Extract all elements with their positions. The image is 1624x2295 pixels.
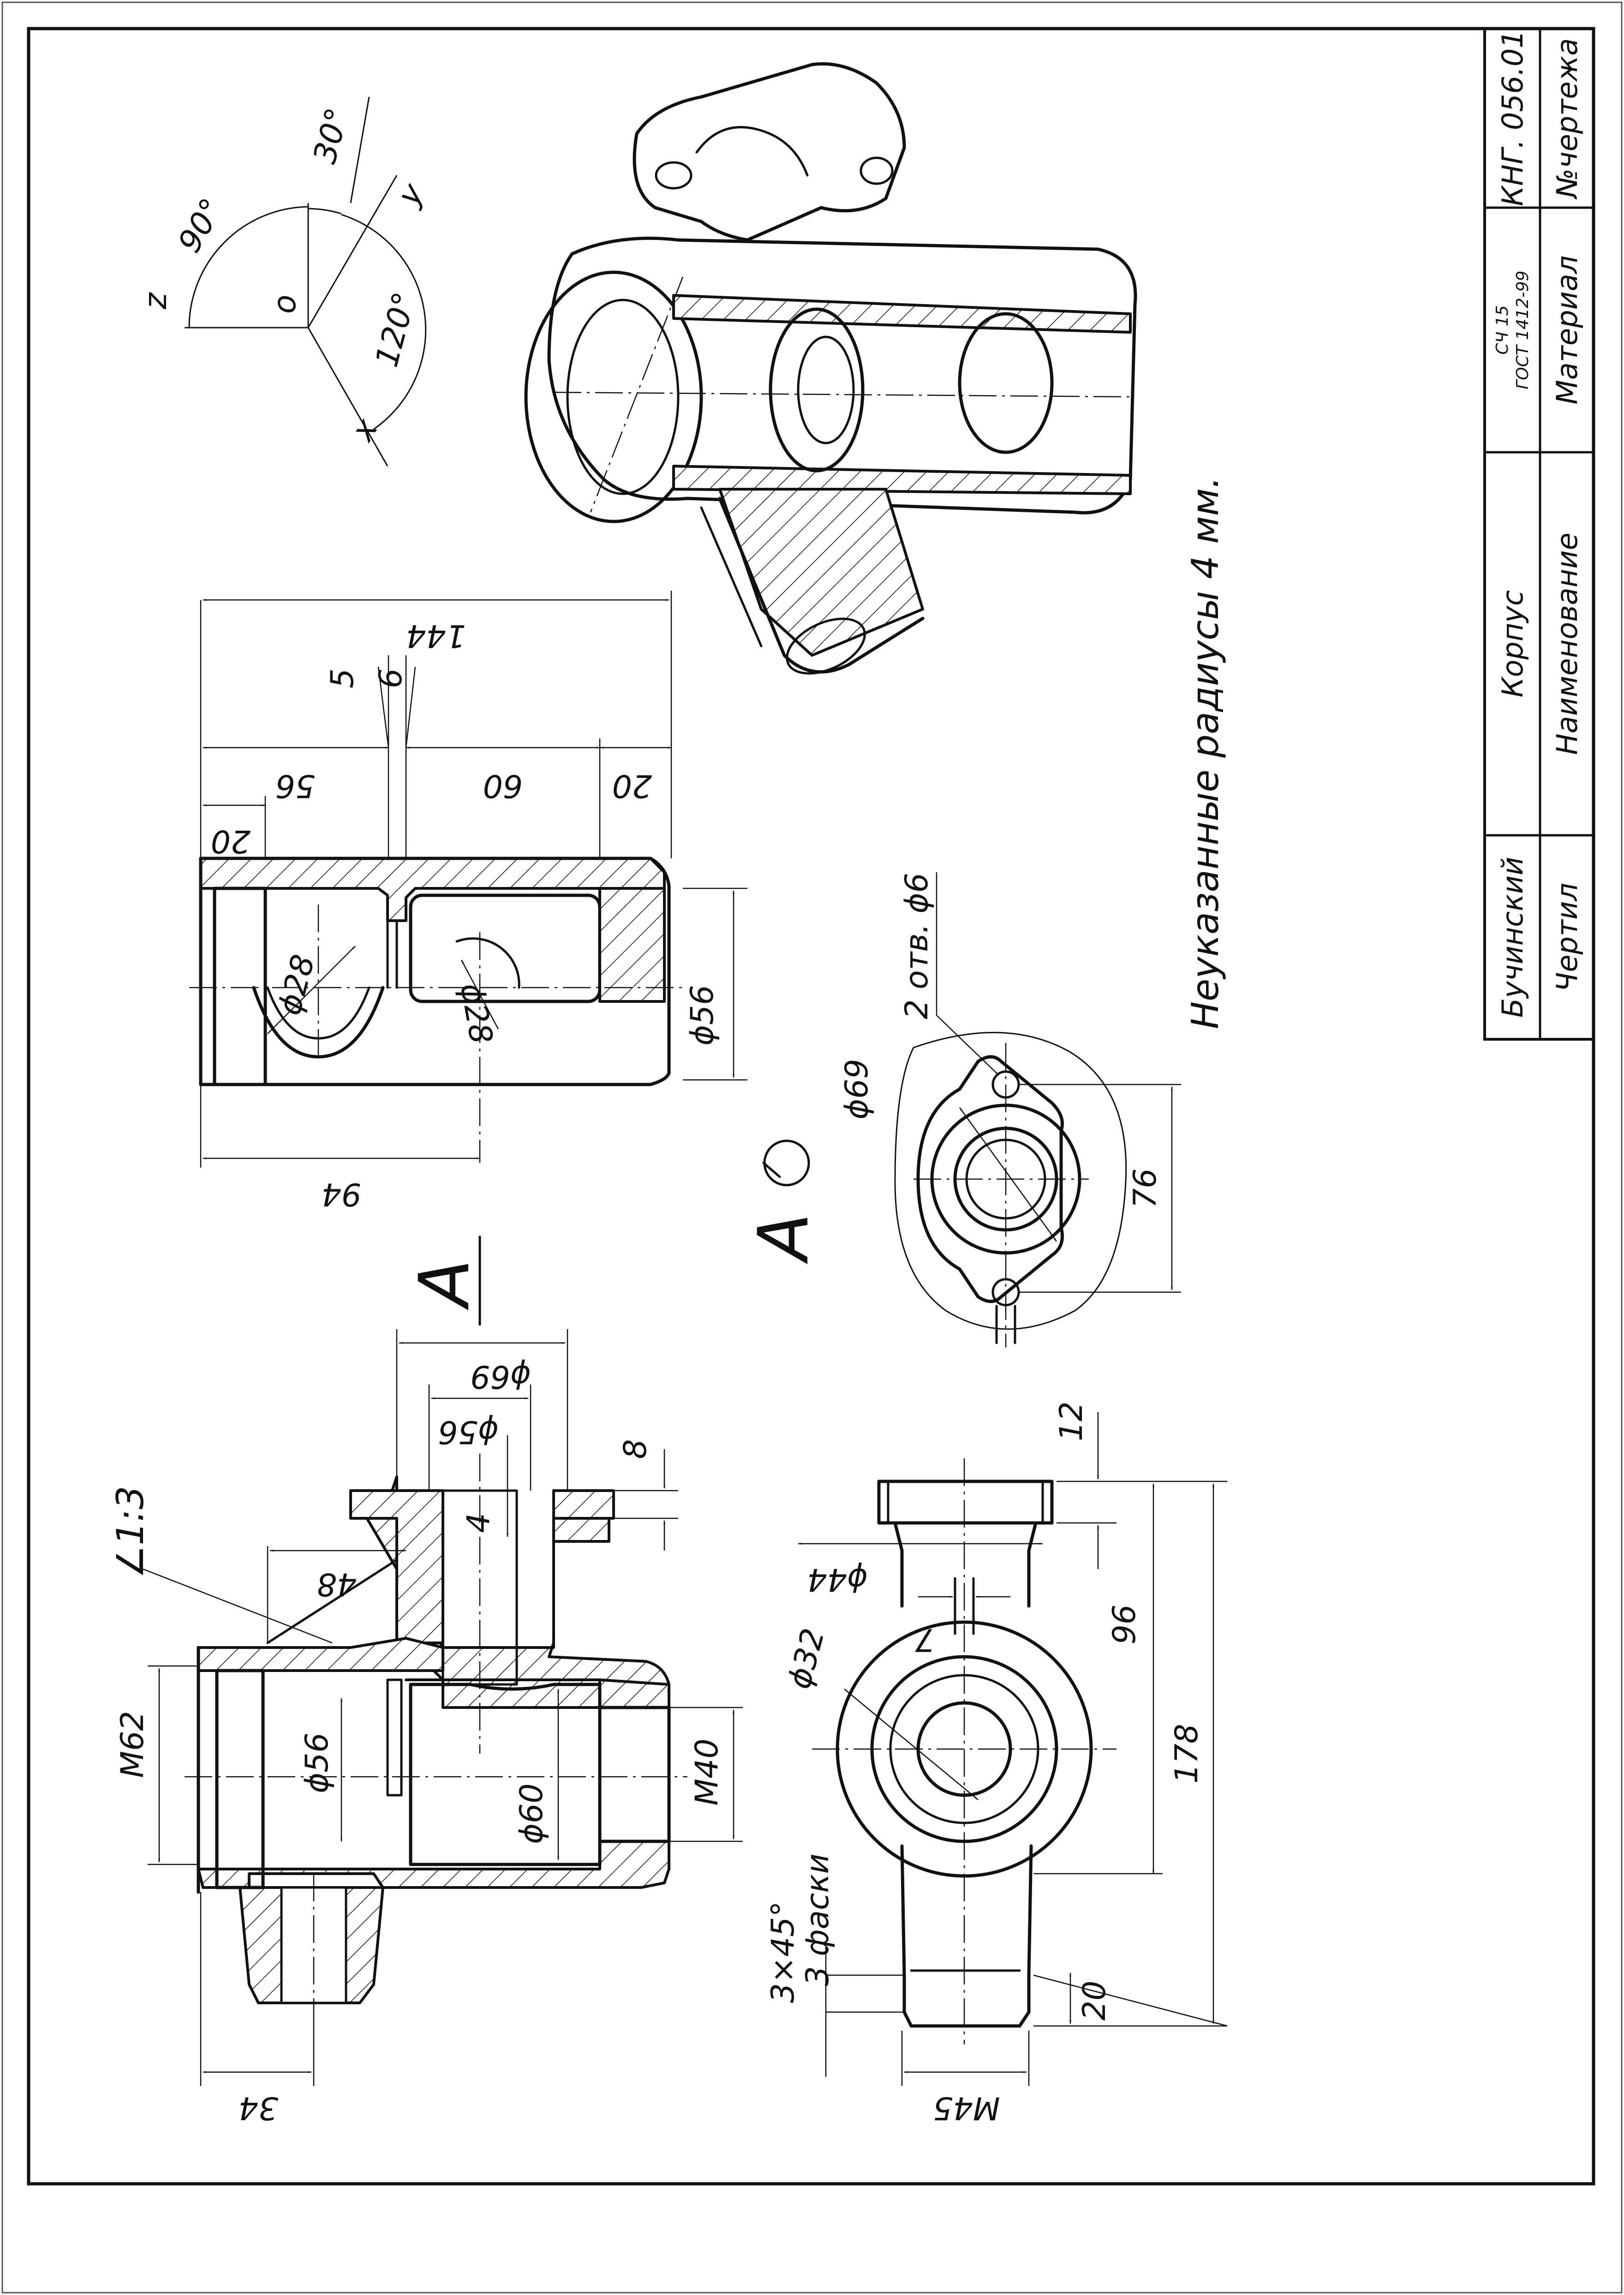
front-view: A <box>185 1235 687 2021</box>
view-a-76: 76 <box>1127 1168 1164 1209</box>
part-name-label: Наименование <box>1550 533 1584 755</box>
dim-front-phi60: ϕ60 <box>513 1783 550 1844</box>
dim-phi28-left: ϕ28 <box>271 951 322 1019</box>
author-label: Чертил <box>1550 883 1584 992</box>
drawing-frame <box>27 27 1595 2186</box>
view-a-holes: 2 отв. ϕ6 <box>899 873 935 1019</box>
dim-20-left: 20 <box>211 823 251 859</box>
dim-5: 5 <box>324 668 361 688</box>
dim-6: 6 <box>373 668 409 688</box>
part-name: Корпус <box>1496 590 1529 698</box>
dim-front-m62: M62 <box>114 1711 151 1778</box>
dim-phi56-top: ϕ56 <box>684 985 721 1045</box>
side-view <box>812 1458 1116 2044</box>
dim-56: 56 <box>275 767 316 804</box>
dim-front-34: 34 <box>239 2090 279 2126</box>
dim-side-m45: M45 <box>933 2090 1000 2126</box>
dim-60: 60 <box>483 767 523 804</box>
dim-94: 94 <box>322 1176 362 1212</box>
view-a: A ϕ69 2 отв. ϕ6 76 <box>744 872 1181 1348</box>
dim-front-phi56-top: ϕ56 <box>438 1414 498 1450</box>
axis-x-label: x <box>344 412 385 448</box>
slope-label: ∠1:3 <box>109 1486 152 1578</box>
material-value: СЧ 15 <box>1493 305 1512 354</box>
chamfer-count: 3 фаски <box>800 1853 836 1986</box>
dim-144: 144 <box>406 617 466 654</box>
dim-front-m40: M40 <box>689 1738 725 1805</box>
dim-20-right: 20 <box>612 767 652 804</box>
view-direction-a: A <box>405 1259 485 1311</box>
dim-side-178: 178 <box>1169 1724 1205 1784</box>
dim-front-8: 8 <box>617 1439 654 1459</box>
dim-front-phi69: ϕ69 <box>470 1358 531 1395</box>
dim-front-4: 4 <box>460 1513 497 1533</box>
isometric-cutaway-view <box>524 62 1137 675</box>
dim-side-phi44: ϕ44 <box>807 1561 867 1598</box>
dim-side-20: 20 <box>1076 1981 1113 2021</box>
angle-30-label: 30° <box>307 104 357 168</box>
axis-origin-label: o <box>267 294 303 314</box>
top-view <box>189 857 683 1163</box>
side-view-dimensions: 12 ϕ44 7 ϕ32 96 178 20 3×45° 3 фаски M45 <box>765 1402 1228 2126</box>
author-name: Бучинский <box>1496 857 1529 1018</box>
angle-90-label: 90° <box>171 192 231 259</box>
dim-phi28-right: ϕ28 <box>453 981 500 1047</box>
dim-side-phi32: ϕ32 <box>781 1624 832 1692</box>
dim-front-phi56: ϕ56 <box>299 1732 335 1793</box>
angle-120-label: 120° <box>369 288 424 371</box>
dim-side-96: 96 <box>1106 1605 1143 1645</box>
dim-side-12: 12 <box>1053 1402 1090 1442</box>
view-a-label: A <box>744 1213 824 1264</box>
dim-side-7: 7 <box>915 1621 935 1658</box>
drawing-code: КНГ. 056.01 <box>1496 30 1529 206</box>
material-label: Материал <box>1550 255 1584 404</box>
general-note: Неуказанные радиусы 4 мм. <box>1184 476 1227 1029</box>
view-a-phi69: ϕ69 <box>839 1059 875 1119</box>
axonometric-axes: 30° 90° 120° z x y o <box>137 96 431 467</box>
dim-front-48: 48 <box>317 1566 357 1602</box>
drawing-code-label: №чертежа <box>1550 38 1584 200</box>
front-view-dimensions: ϕ69 ϕ56 4 8 48 ∠1:3 M62 ϕ56 ϕ60 M40 34 <box>109 1329 743 2126</box>
title-block: КНГ. 056.01 №чертежа СЧ 15 ГОСТ 1412-99 … <box>1483 27 1595 1041</box>
chamfer-spec: 3×45° <box>765 1901 801 2003</box>
material-standard: ГОСТ 1412-99 <box>1513 270 1532 389</box>
axis-y-label: y <box>390 177 431 212</box>
axis-z-label: z <box>137 292 174 310</box>
